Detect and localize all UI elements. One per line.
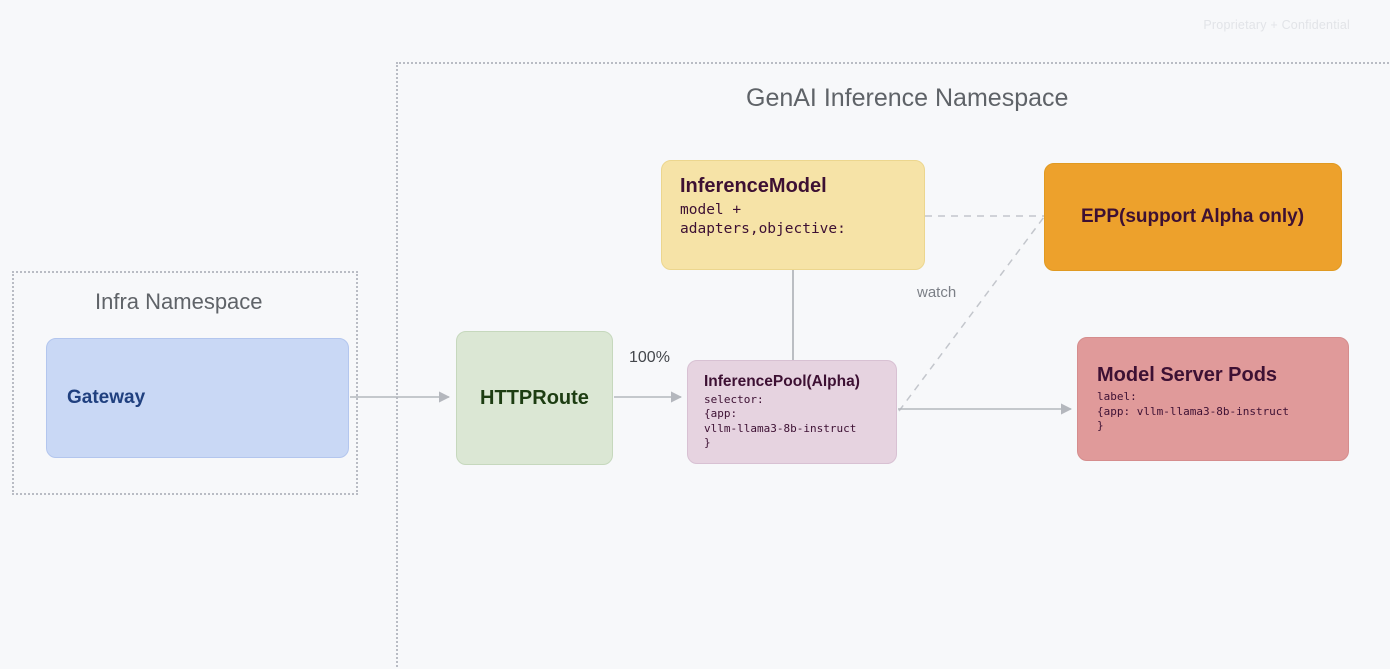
infra-namespace-container: [12, 271, 358, 495]
node-inference-model-body: model + adapters,objective:: [680, 202, 846, 238]
genai-namespace-title: GenAI Inference Namespace: [746, 84, 1069, 112]
node-model-server-pods-title: Model Server Pods: [1097, 364, 1278, 386]
node-epp[interactable]: EPP(support Alpha only): [1044, 163, 1342, 271]
node-epp-title: EPP(support Alpha only): [1081, 206, 1305, 228]
edge-label-watch: watch: [917, 284, 957, 301]
edge-label-percent: 100%: [629, 349, 670, 366]
node-inference-pool[interactable]: InferencePool(Alpha) selector: {app: vll…: [687, 360, 897, 464]
node-model-server-pods[interactable]: Model Server Pods label: {app: vllm-llam…: [1077, 337, 1349, 461]
node-model-server-pods-body: label: {app: vllm-llama3-8b-instruct }: [1097, 390, 1290, 433]
node-inference-model-title: InferenceModel: [680, 175, 827, 197]
node-gateway-title: Gateway: [67, 387, 146, 409]
node-inference-pool-title: InferencePool(Alpha): [704, 373, 860, 390]
node-inference-model[interactable]: InferenceModel model + adapters,objectiv…: [661, 160, 925, 270]
node-httproute-title: HTTPRoute: [480, 386, 589, 409]
infra-namespace-title: Infra Namespace: [95, 289, 263, 314]
genai-namespace-container: [396, 62, 1390, 669]
node-inference-pool-body: selector: {app: vllm-llama3-8b-instruct …: [704, 392, 857, 450]
node-httproute[interactable]: HTTPRoute: [456, 331, 613, 465]
confidentiality-watermark: Proprietary + Confidential: [1203, 18, 1350, 32]
node-gateway[interactable]: Gateway: [46, 338, 349, 458]
